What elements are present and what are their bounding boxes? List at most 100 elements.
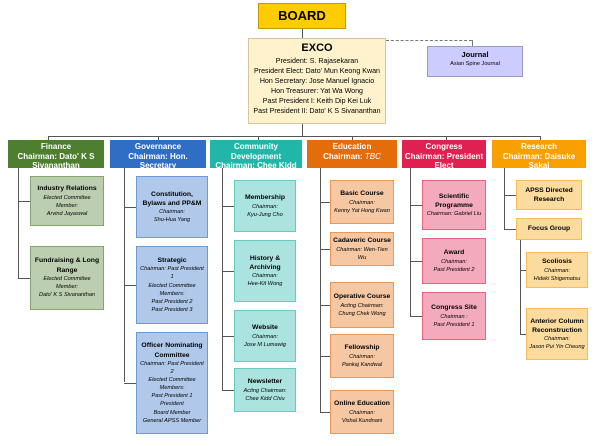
committee-detail: Shu-Hua Yang — [153, 217, 191, 224]
committee-title: Industry Relations — [37, 185, 97, 193]
committee-detail: Chairman: — [544, 267, 570, 274]
committee-detail: Board Member — [153, 409, 191, 416]
committee-detail: Chairman: — [252, 333, 278, 340]
committee-detail: Past President 3 — [151, 306, 193, 313]
committee-title: Basic Course — [340, 190, 384, 198]
connector-line — [504, 195, 516, 196]
committee-detail: Chairman: — [544, 336, 570, 343]
connector-line — [258, 136, 259, 140]
committee-detail: Chairman: — [252, 203, 278, 210]
committee-detail: Elected Committee Members: — [148, 377, 196, 392]
connector-line — [320, 249, 330, 250]
dept-chair-tbc: TBC — [362, 151, 381, 161]
connector-line — [18, 168, 19, 278]
connector-line — [540, 136, 541, 140]
exco-member: President Elect: Dato' Mun Keong Kwan — [254, 67, 380, 76]
dept-chair: Chairman: TBC — [323, 151, 381, 161]
committee-title: Fellowship — [344, 344, 380, 352]
connector-line — [222, 390, 234, 391]
committee-detail: Vishal Kundnani — [341, 417, 383, 424]
connector-line — [222, 336, 234, 337]
connector-line — [222, 206, 234, 207]
connector-line — [520, 334, 526, 335]
committee-detail: Elected Committee Members: — [148, 282, 196, 297]
committee-detail: Chairman: Wen-Tien Wu — [336, 246, 388, 261]
committee-title: History & Archiving — [249, 254, 281, 271]
connector-line — [410, 205, 422, 206]
committee-title: Online Education — [334, 400, 390, 408]
committee-title: Strategic — [157, 256, 187, 264]
connector-line — [320, 168, 321, 412]
committee-title: Operative Course — [333, 293, 391, 301]
committee-title: Focus Group — [527, 225, 571, 233]
committee-detail: Chung Chek Wong — [338, 310, 386, 317]
committee-detail: Dato' K S Sivananthan — [38, 292, 96, 299]
connector-line — [222, 168, 223, 390]
dept-chair: Chairman: Daisuke Sakai — [502, 151, 576, 168]
connector-line — [386, 40, 472, 41]
connector-line — [410, 261, 422, 262]
committee-detail: Kyu-Jung Cho — [247, 211, 283, 218]
connector-line — [222, 271, 234, 272]
committee-detail: Arvind Jayaswal — [46, 210, 88, 217]
connector-line — [124, 285, 136, 286]
committee-detail: Chairman : — [440, 313, 468, 320]
connector-line — [504, 168, 505, 229]
committee-detail: Chairman: — [159, 209, 185, 216]
committee-title: Constitution, Bylaws and PP&M — [142, 190, 202, 207]
dept-title: Community Development — [230, 142, 282, 161]
connector-line — [124, 207, 136, 208]
committee-title: Congress Site — [431, 304, 477, 312]
committee-detail: Elected Committee — [43, 194, 91, 201]
connector-line — [124, 383, 136, 384]
committee-title: Fundraising & Long Range — [34, 257, 100, 274]
committee-title: Officer Nominating Committee — [141, 342, 203, 359]
committee-detail: Acting Chairman: — [340, 302, 384, 309]
connector-line — [320, 202, 330, 203]
committee-detail: Chairman: — [349, 409, 375, 416]
committee-detail: Hee-Kit Wong — [247, 281, 283, 288]
connector-line — [124, 168, 125, 382]
dept-title: Research — [520, 142, 558, 151]
committee-title: Scientific Programme — [435, 192, 473, 209]
committee-detail: President — [160, 401, 184, 408]
committee-detail: Chairman: — [349, 353, 375, 360]
committee-detail: Kenny Yat Hong Kwan — [334, 207, 390, 214]
committee-detail: Past President 2 — [433, 266, 475, 273]
committee-detail: Chairman: — [441, 258, 467, 265]
committee-detail: Chairman: — [349, 199, 375, 206]
committee-title: Newsletter — [247, 378, 283, 386]
committee-box: Focus Group — [516, 218, 582, 240]
dept-chair: Chairman: Dato' K S Sivananthan — [17, 151, 95, 168]
journal-title: Journal — [461, 50, 489, 59]
connector-line — [302, 29, 303, 38]
connector-line — [158, 136, 159, 140]
exco-member: Past President II: Dato' K S Sivananthan — [253, 107, 381, 116]
dept-title: Congress — [425, 142, 463, 151]
dept-chair: Chairman: President Elect — [404, 151, 484, 168]
connector-line — [410, 316, 422, 317]
committee-title: Award — [443, 249, 465, 257]
dept-chair: Chairman: Chee Kidd Chiu — [215, 161, 297, 168]
connector-line — [320, 305, 330, 306]
connector-line — [320, 412, 330, 413]
committee-box: APSS Directed Research — [516, 180, 582, 210]
connector-line — [504, 229, 516, 230]
